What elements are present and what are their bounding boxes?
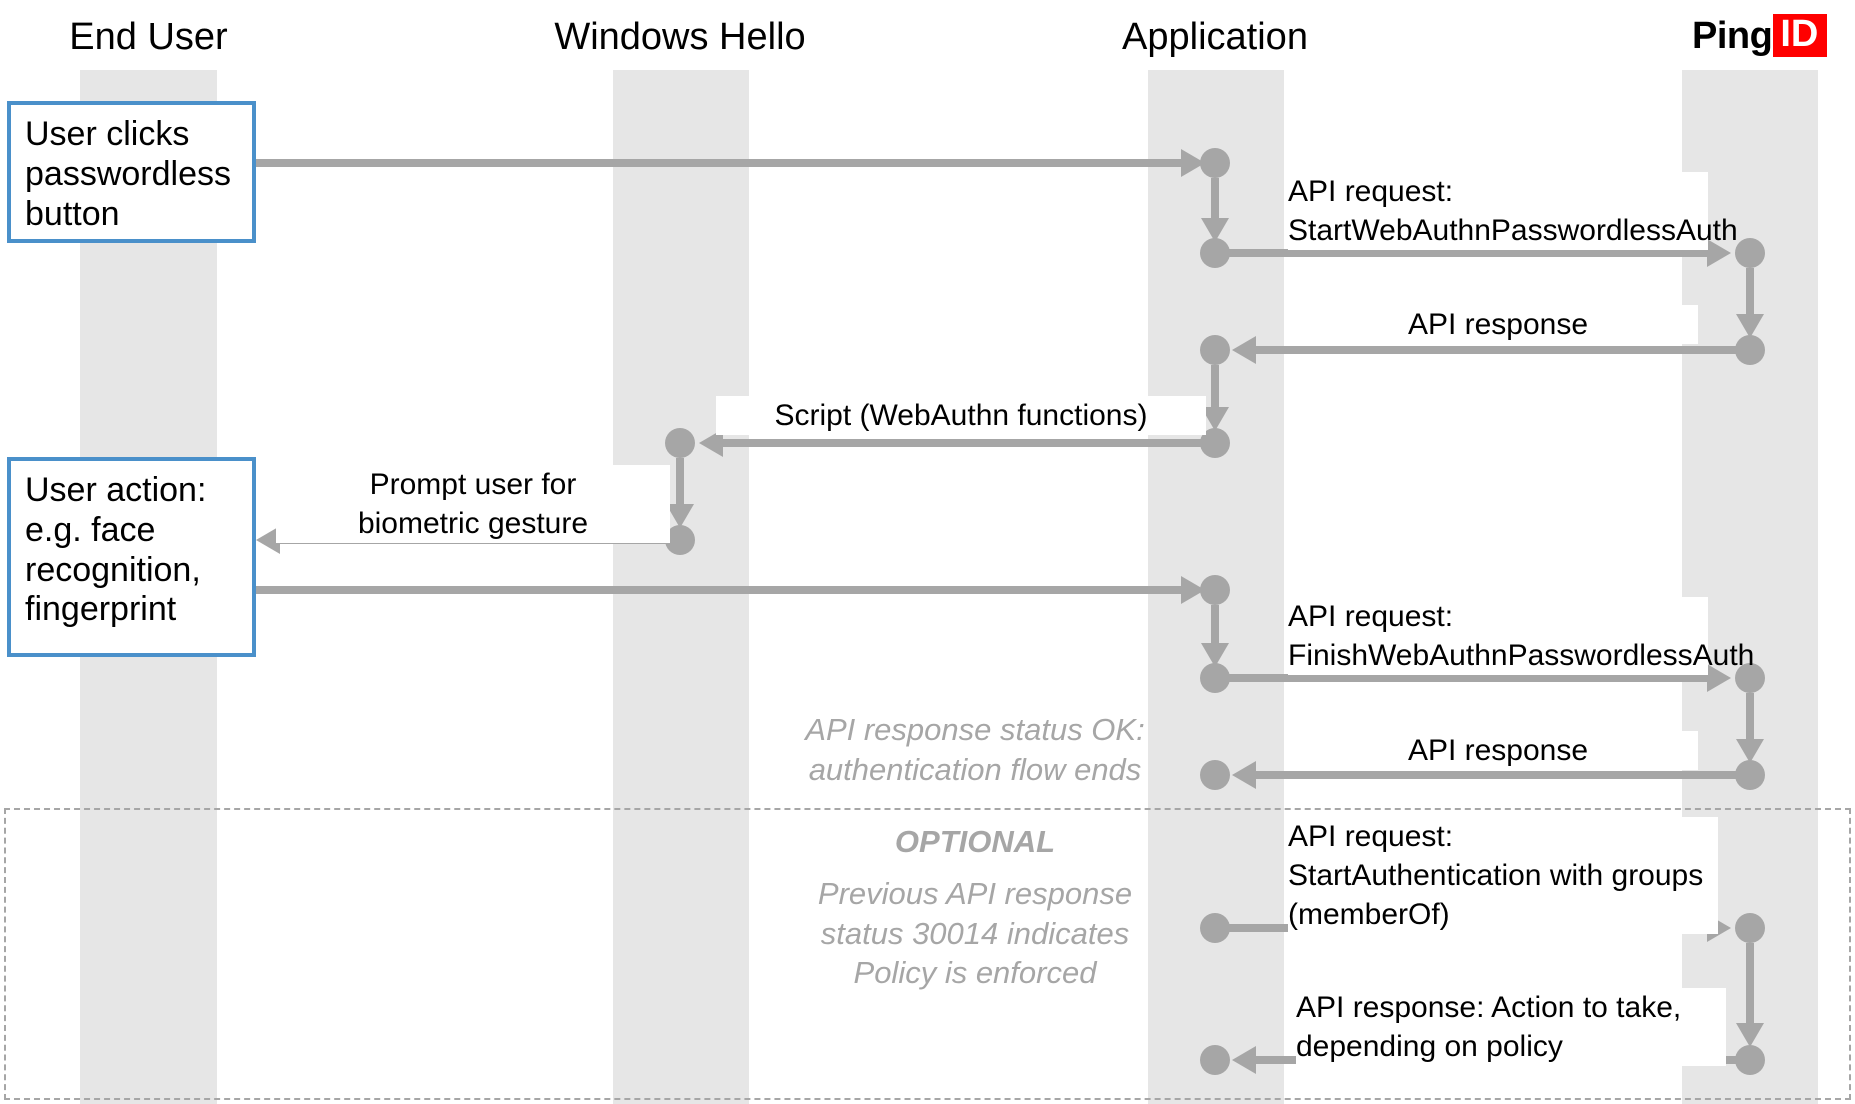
activation-dot-application-3 xyxy=(1200,335,1230,365)
note-user-action-biometric: User action: e.g. face recognition, fing… xyxy=(7,457,256,657)
message-line-m2 xyxy=(1228,249,1708,257)
self-line-windows-hello-1 xyxy=(676,458,684,506)
message-label-m10: API response: Action to take, depending … xyxy=(1296,988,1726,1066)
pingid-wordmark-ping: Ping xyxy=(1692,14,1773,57)
column-header-pingid-logo: Ping ID xyxy=(1692,14,1828,57)
column-header-application: Application xyxy=(1122,16,1308,58)
activation-dot-application-2 xyxy=(1200,238,1230,268)
activation-dot-application-8 xyxy=(1200,913,1230,943)
activation-dot-pingid-5 xyxy=(1735,913,1765,943)
message-line-m3 xyxy=(1255,346,1739,354)
self-arrowhead-pingid-1 xyxy=(1736,314,1764,338)
pingid-wordmark-id: ID xyxy=(1773,14,1828,57)
activation-dot-pingid-1 xyxy=(1735,238,1765,268)
activation-dot-application-7 xyxy=(1200,760,1230,790)
activation-dot-application-9 xyxy=(1200,1045,1230,1075)
activation-dot-application-6 xyxy=(1200,663,1230,693)
self-line-application-3 xyxy=(1211,605,1219,645)
note-user-action-text: User action: e.g. face recognition, fing… xyxy=(25,471,207,629)
message-label-m8: API response xyxy=(1298,731,1698,770)
activation-dot-pingid-3 xyxy=(1735,663,1765,693)
self-arrowhead-pingid-2 xyxy=(1736,739,1764,763)
self-line-application-2 xyxy=(1211,365,1219,409)
self-line-pingid-3 xyxy=(1746,943,1754,1025)
annotation-flow-ends: API response status OK: authentication f… xyxy=(805,712,1145,787)
message-label-m7: API request: FinishWebAuthnPasswordlessA… xyxy=(1288,597,1754,675)
message-line-m1 xyxy=(256,159,1188,167)
activation-dot-pingid-6 xyxy=(1735,1045,1765,1075)
column-header-end-user: End User xyxy=(69,16,228,58)
annotation-optional-title: OPTIONAL xyxy=(894,824,1056,859)
message-label-m5: Prompt user for biometric gesture xyxy=(276,465,670,543)
activation-dot-windows-hello-2 xyxy=(665,525,695,555)
message-line-m6 xyxy=(256,586,1188,594)
message-arrowhead-m2 xyxy=(1707,239,1731,267)
note-user-clicks-passwordless: User clicks passwordless button xyxy=(7,101,256,243)
annotation-optional-body: Previous API response status 30014 indic… xyxy=(817,876,1133,991)
message-label-m2: API request: StartWebAuthnPasswordlessAu… xyxy=(1288,172,1738,250)
column-header-windows-hello: Windows Hello xyxy=(554,16,806,58)
self-arrowhead-pingid-3 xyxy=(1736,1023,1764,1047)
message-arrowhead-m7 xyxy=(1707,664,1731,692)
message-label-m9: API request: StartAuthentication with gr… xyxy=(1288,817,1718,934)
message-label-m4: Script (WebAuthn functions) xyxy=(716,396,1206,435)
self-line-application-1 xyxy=(1211,178,1219,220)
message-arrowhead-m10 xyxy=(1232,1046,1256,1074)
activation-dot-windows-hello-1 xyxy=(665,428,695,458)
activation-dot-application-5 xyxy=(1200,575,1230,605)
message-label-m3: API response xyxy=(1298,305,1698,344)
self-line-pingid-1 xyxy=(1746,268,1754,316)
message-arrowhead-m3 xyxy=(1232,336,1256,364)
activation-dot-application-1 xyxy=(1200,148,1230,178)
message-line-m8 xyxy=(1255,771,1739,779)
note-user-clicks-text: User clicks passwordless button xyxy=(25,115,231,233)
message-line-m4 xyxy=(722,439,1202,447)
message-arrowhead-m8 xyxy=(1232,761,1256,789)
message-line-m7 xyxy=(1228,674,1708,682)
self-arrowhead-windows-hello-1 xyxy=(666,504,694,528)
activation-dot-pingid-2 xyxy=(1735,335,1765,365)
activation-dot-pingid-4 xyxy=(1735,760,1765,790)
self-line-pingid-2 xyxy=(1746,693,1754,741)
